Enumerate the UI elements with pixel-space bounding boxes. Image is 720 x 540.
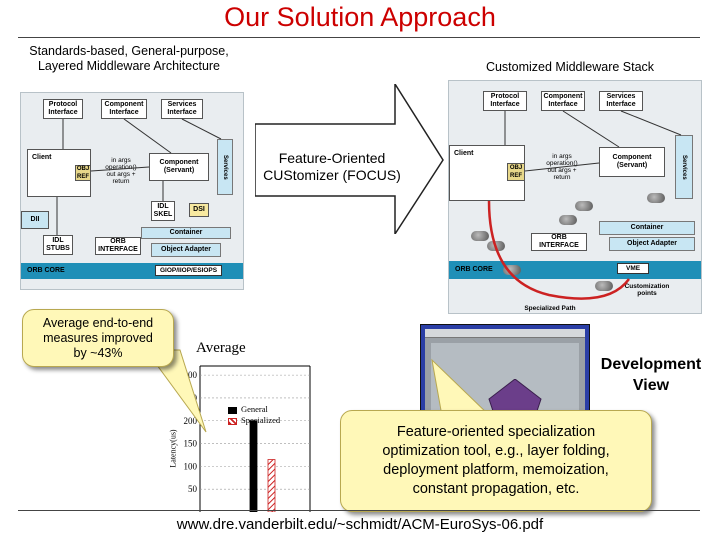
left-architecture-diagram: Protocol Interface Component Interface S… bbox=[20, 92, 244, 290]
legend-general: General bbox=[228, 404, 280, 415]
left-obj-ref: OBJ REF bbox=[75, 165, 91, 181]
feature-callout-line-1: Feature-oriented specialization bbox=[396, 424, 596, 440]
left-orb-core-label: ORB CORE bbox=[27, 267, 65, 274]
left-operation: operation() bbox=[105, 164, 137, 171]
avg-callout-line-3: by ~43% bbox=[73, 345, 123, 360]
chart-title: Average bbox=[196, 340, 246, 356]
customization-point-cloud bbox=[471, 231, 489, 241]
right-services-interface: Services Interface bbox=[599, 91, 643, 111]
ide-menubar bbox=[425, 329, 585, 338]
left-object-adapter: Object Adapter bbox=[151, 243, 221, 257]
right-vme-label: VME bbox=[617, 263, 650, 274]
focus-arrow bbox=[255, 84, 444, 234]
legend-swatch-specialized bbox=[228, 417, 237, 425]
right-obj-ref: OBJ REF bbox=[507, 163, 525, 181]
chart-legend: General Specialized bbox=[228, 404, 280, 426]
bar-specialized bbox=[267, 459, 276, 512]
footer-rule bbox=[18, 510, 700, 511]
dev-view-line-1: Development bbox=[600, 356, 702, 373]
left-orb-core-bar: ORB CORE GIOP/IIOP/ESIOPS bbox=[21, 263, 243, 279]
chart-y-tick-label: 300 bbox=[184, 370, 198, 380]
right-customization-points: Customization points bbox=[624, 283, 670, 297]
feature-callout: Feature-oriented specialization optimiza… bbox=[340, 410, 652, 512]
focus-label-line-2: CUStomizer (FOCUS) bbox=[263, 167, 401, 183]
right-protocol-interface: Protocol Interface bbox=[483, 91, 527, 111]
right-call-labels: in args operation() out args + return bbox=[539, 153, 585, 181]
latency-chart: Average 30025020015010050 Latency(us) bbox=[166, 334, 314, 512]
avg-callout-line-1: Average end-to-end bbox=[42, 315, 154, 330]
left-in-args: in args bbox=[111, 157, 131, 164]
right-container: Container bbox=[599, 221, 695, 235]
right-component-interface: Component Interface bbox=[541, 91, 585, 111]
legend-general-label: General bbox=[241, 404, 268, 414]
left-dii: DII bbox=[21, 211, 49, 229]
legend-specialized-label: Specialized bbox=[241, 415, 281, 425]
feature-callout-line-2: optimization tool, e.g., layer folding, bbox=[382, 443, 610, 459]
dev-view-line-2: View bbox=[632, 377, 670, 394]
left-component-servant: Component (Servant) bbox=[149, 153, 209, 181]
right-diagram-connectors bbox=[487, 110, 682, 300]
left-idl-skel: IDL SKEL bbox=[151, 201, 175, 221]
customization-point-cloud bbox=[575, 201, 593, 211]
customization-point-cloud bbox=[559, 215, 577, 225]
right-operation: operation() bbox=[546, 160, 578, 167]
avg-callout-line-2: measures improved bbox=[43, 330, 153, 345]
chart-y-tick-label: 200 bbox=[184, 416, 198, 426]
left-giop-label: GIOP/IIOP/ESIOPS bbox=[155, 265, 223, 276]
feature-callout-pointer bbox=[431, 358, 492, 417]
focus-arrow-label: Feature-Oriented CUStomizer (FOCUS) bbox=[257, 150, 407, 184]
left-caption-line-1: Standards-based, General-purpose, bbox=[29, 44, 229, 58]
left-services: Services bbox=[217, 139, 233, 195]
right-in-args: in args bbox=[552, 153, 572, 160]
left-caption-line-2: Layered Middleware Architecture bbox=[37, 59, 221, 73]
development-view-label: Development View bbox=[586, 354, 716, 396]
feature-callout-line-4: constant propagation, etc. bbox=[412, 481, 580, 497]
left-dsi: DSI bbox=[189, 203, 209, 217]
focus-label-line-1: Feature-Oriented bbox=[278, 150, 386, 166]
customization-point-cloud bbox=[595, 281, 613, 291]
left-call-labels: in args operation() out args + return bbox=[101, 157, 141, 185]
left-diagram-connectors bbox=[56, 118, 222, 235]
right-object-adapter: Object Adapter bbox=[609, 237, 695, 251]
chart-y-tick-label: 50 bbox=[188, 484, 198, 494]
left-component-interface: Component Interface bbox=[101, 99, 147, 119]
title-rule bbox=[18, 37, 700, 38]
bar-general bbox=[249, 420, 258, 512]
chart-y-tick-label: 150 bbox=[184, 439, 198, 449]
left-caption: Standards-based, General-purpose, Layere… bbox=[4, 44, 254, 74]
right-orb-core-label: ORB CORE bbox=[455, 266, 493, 273]
right-caption: Customized Middleware Stack bbox=[485, 60, 655, 74]
right-specialized-path: Specialized Path bbox=[524, 305, 576, 312]
right-architecture-diagram: Protocol Interface Component Interface S… bbox=[448, 80, 702, 314]
paper-url: www.dre.vanderbilt.edu/~schmidt/ACM-Euro… bbox=[176, 516, 544, 533]
left-protocol-interface: Protocol Interface bbox=[43, 99, 83, 119]
right-out-args: out args + return bbox=[547, 167, 577, 181]
chart-y-tick-label: 100 bbox=[184, 461, 198, 471]
left-out-args: out args + return bbox=[106, 171, 136, 185]
left-idl-stubs: IDL STUBS bbox=[43, 235, 73, 255]
customization-point-cloud bbox=[647, 193, 665, 203]
right-orb-interface: ORB INTERFACE bbox=[531, 233, 587, 251]
feature-callout-line-3: deployment platform, memoization, bbox=[383, 462, 609, 478]
left-container: Container bbox=[141, 227, 231, 239]
left-services-interface: Services Interface bbox=[161, 99, 203, 119]
right-services: Services bbox=[675, 135, 693, 199]
slide-title: Our Solution Approach bbox=[224, 2, 496, 32]
left-orb-interface: ORB INTERFACE bbox=[95, 237, 141, 255]
average-callout: Average end-to-end measures improved by … bbox=[22, 309, 174, 367]
legend-specialized: Specialized bbox=[228, 415, 280, 426]
legend-swatch-general bbox=[228, 406, 237, 414]
right-component-servant: Component (Servant) bbox=[599, 147, 665, 177]
customization-point-cloud bbox=[503, 265, 521, 275]
